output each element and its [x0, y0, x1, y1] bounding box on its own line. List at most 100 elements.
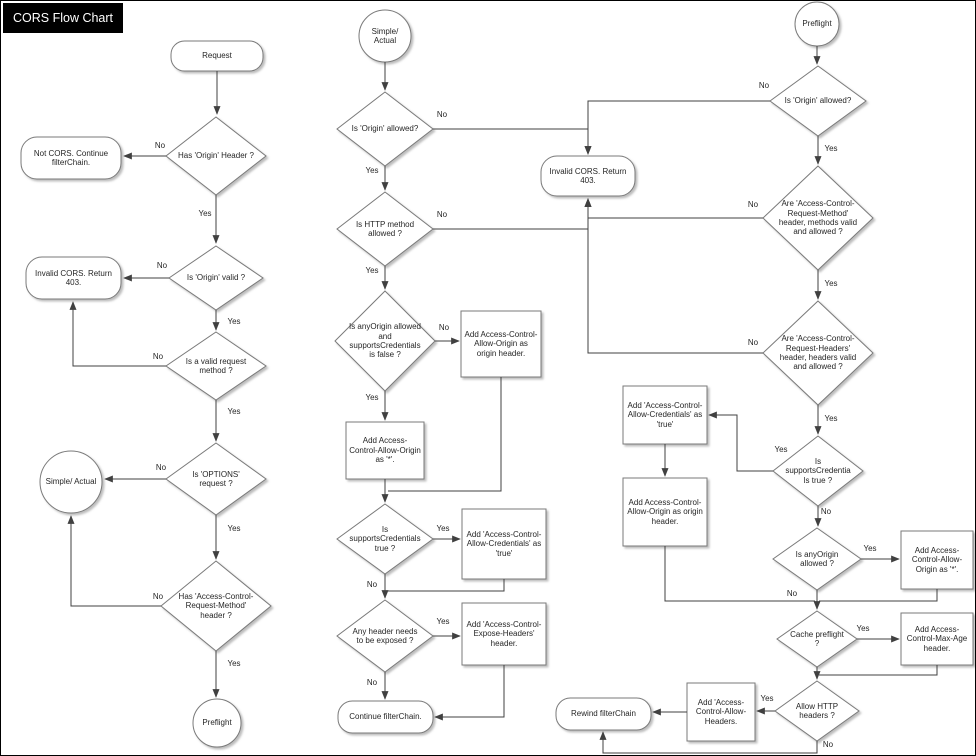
edge-add-acao-origin-mid-mid-cred — [388, 377, 502, 492]
edge-add-acao-origin-right-r-cache — [664, 546, 815, 602]
node-options: Is 'OPTIONS' request ? — [192, 469, 240, 488]
node-add-acao-star-right-shape — [900, 530, 974, 590]
edge-label-mid-method-yes: Yes — [364, 266, 380, 275]
node-mid-method: Is HTTP method allowed ? — [355, 219, 415, 238]
node-rewind-shape — [555, 697, 652, 731]
node-add-acma-right-shape — [900, 612, 974, 666]
node-r-anyorigin: Is anyOrigin allowed ? — [795, 549, 839, 568]
node-continue-filter-shape — [337, 700, 434, 734]
node-not-cors: Not CORS. Continue filterChain. — [33, 148, 109, 167]
edge-label-valid-method-yes: Yes — [226, 407, 242, 416]
node-preflight-left-shape — [192, 698, 242, 748]
edge-label-mid-origin-no: No — [435, 110, 449, 119]
node-add-acac-mid: Add 'Access-Control-Allow-Credentials' a… — [466, 529, 542, 558]
node-invalid-mid: Invalid CORS. Return 403. — [549, 166, 627, 185]
edge-label-has-acrm-yes: Yes — [226, 659, 242, 668]
edge-label-r-origin-no: No — [757, 81, 771, 90]
edge-label-r-cred-yes: Yes — [773, 445, 789, 454]
edge-r-acrm-invalid-mid — [584, 198, 763, 219]
edge-label-r-cred-no: No — [819, 507, 833, 516]
node-add-aceh-mid-shape — [461, 602, 547, 666]
node-add-acah-right-shape — [686, 682, 756, 742]
node-simple-left: Simple/ Actual — [45, 477, 97, 487]
node-simple-mid: Simple/ Actual — [371, 26, 399, 45]
node-request: Request — [202, 51, 232, 61]
edge-label-options-yes: Yes — [226, 524, 242, 533]
node-simple-left-shape — [39, 450, 103, 514]
edge-label-r-cache-yes: Yes — [855, 624, 871, 633]
edge-label-valid-method-no: No — [151, 352, 165, 361]
node-add-acac-right-shape — [622, 385, 708, 445]
edge-label-mid-cred-no: No — [365, 580, 379, 589]
edge-label-options-no: No — [154, 463, 168, 472]
edge-label-has-origin-no: No — [153, 141, 167, 150]
edge-label-has-origin-yes: Yes — [197, 209, 213, 218]
edge-add-acao-star-right-r-cache — [819, 589, 938, 602]
edge-label-mid-cred-yes: Yes — [435, 524, 451, 533]
edge-label-r-http-yes: Yes — [759, 694, 775, 703]
edge-label-r-acrm-no: No — [746, 200, 760, 209]
edge-label-mid-expose-no: No — [365, 678, 379, 687]
node-r-acrm: Are 'Access-Control-Request-Method' head… — [778, 199, 858, 237]
node-continue-filter: Continue filterChain. — [349, 712, 422, 722]
edge-r-origin-invalid-mid — [584, 100, 770, 155]
node-add-acac-right: Add 'Access-Control-Allow-Credentials' a… — [627, 400, 703, 429]
node-add-acao-origin-right: Add Access-Control-Allow-Origin as origi… — [627, 497, 703, 526]
node-add-acao-star-mid: Add Access-Control-Allow-Origin as '*'. — [349, 436, 421, 465]
node-add-aceh-mid: Add 'Access-Control-Expose-Headers' head… — [466, 619, 542, 648]
node-preflight-right: Preflight — [802, 19, 832, 29]
edge-label-origin-valid-yes: Yes — [226, 317, 242, 326]
node-has-acrm: Has 'Access-Control-Request-Method' head… — [178, 591, 254, 620]
node-mid-anyorigin: Is anyOrigin allowed and supportsCredent… — [348, 322, 422, 360]
node-add-acao-origin-mid-shape — [460, 310, 542, 378]
node-preflight-left: Preflight — [202, 718, 232, 728]
node-r-cache: Cache preflight ? — [790, 629, 844, 648]
edge-r-acrh-invalid-mid — [584, 198, 763, 354]
node-add-acma-right: Add Access-Control-Max-Age header. — [906, 624, 968, 653]
node-r-origin: Is 'Origin' allowed? — [784, 96, 852, 106]
edge-add-acac-mid-mid-expose — [388, 579, 505, 592]
edge-label-mid-method-no: No — [435, 210, 449, 219]
node-r-http: Allow HTTP headers ? — [795, 701, 839, 720]
node-add-acac-mid-shape — [461, 508, 547, 580]
node-mid-expose: Any header needs to be exposed ? — [352, 626, 418, 645]
edge-label-r-anyorigin-no: No — [785, 589, 799, 598]
node-origin-valid: Is 'Origin' valid ? — [186, 273, 246, 283]
edge-label-mid-anyorigin-yes: Yes — [364, 393, 380, 402]
node-invalid-left: Invalid CORS. Return 403. — [35, 268, 112, 287]
edge-label-r-http-no: No — [821, 740, 835, 749]
chart-title: CORS Flow Chart — [3, 3, 124, 33]
edge-mid-origin-invalid-mid — [433, 128, 592, 155]
edge-r-http-rewind — [599, 731, 818, 754]
edge-label-mid-origin-yes: Yes — [364, 166, 380, 175]
edge-label-r-origin-yes: Yes — [823, 144, 839, 153]
edge-r-cred-add-acac-right — [708, 411, 773, 472]
node-has-origin: Has 'Origin' Header ? — [178, 151, 254, 161]
edge-has-acrm-simple-left — [67, 515, 161, 607]
node-mid-cred: Is supportsCredentials true ? — [349, 524, 421, 553]
edge-label-r-anyorigin-yes: Yes — [862, 544, 878, 553]
edge-add-acma-right-r-http — [819, 665, 938, 676]
edge-mid-method-invalid-mid — [433, 198, 592, 230]
edge-label-mid-expose-yes: Yes — [435, 617, 451, 626]
node-invalid-mid-shape — [540, 155, 636, 197]
edge-label-r-acrh-yes: Yes — [823, 414, 839, 423]
node-rewind: Rewind filterChain — [571, 709, 636, 719]
node-add-acao-origin-mid: Add Access-Control-Allow-Origin as origi… — [464, 329, 538, 358]
node-invalid-left-shape — [25, 256, 122, 300]
edge-label-r-acrm-yes: Yes — [823, 279, 839, 288]
edge-label-has-acrm-no: No — [151, 592, 165, 601]
node-mid-origin: Is 'Origin' allowed? — [351, 124, 419, 134]
node-r-acrh: Are 'Access-Control-Request-Headers' hea… — [779, 334, 857, 372]
node-add-acao-star-right: Add Access-Control-Allow-Origin as '*'. — [911, 545, 963, 574]
node-add-acao-star-mid-shape — [345, 421, 425, 480]
node-not-cors-shape — [20, 136, 122, 180]
edge-label-mid-anyorigin-no: No — [437, 323, 451, 332]
edge-add-aceh-mid-continue-filter — [434, 665, 505, 721]
edge-label-origin-valid-no: No — [155, 261, 169, 270]
node-r-cred: Is supportsCredentials true ? — [785, 456, 851, 485]
edge-valid-method-invalid-left — [69, 301, 166, 367]
node-valid-method: Is a valid request method ? — [185, 356, 247, 375]
